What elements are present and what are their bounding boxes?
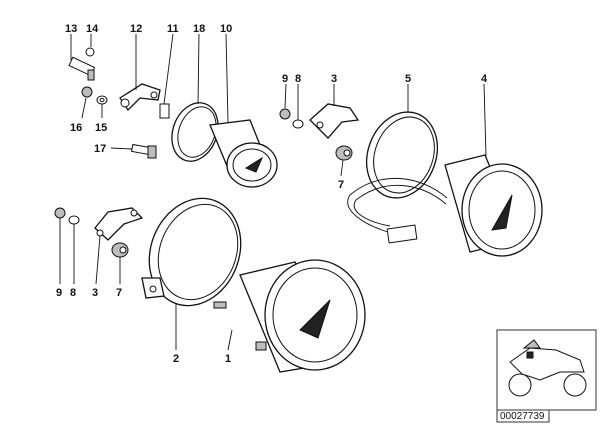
callout-3-right: 3	[331, 73, 337, 85]
leader-lines	[59, 33, 487, 351]
callout-14: 14	[86, 23, 99, 35]
bracket-3-right	[309, 103, 360, 139]
nut-16	[81, 86, 93, 98]
main-gauge-assembly	[54, 197, 366, 373]
callout-7-left: 7	[116, 287, 122, 299]
callout-9-left: 9	[56, 287, 62, 299]
gauge-cable	[347, 177, 448, 233]
figure-code-box	[496, 409, 550, 423]
bracket-12	[119, 83, 161, 112]
callout-8-left: 8	[70, 287, 76, 299]
callout-13: 13	[65, 23, 77, 35]
callout-11: 11	[167, 23, 179, 35]
bracket-3-left	[94, 207, 144, 241]
cable-connector	[386, 224, 418, 244]
bolt-13	[68, 56, 96, 81]
bulb-17	[131, 143, 157, 159]
callout-9-right: 9	[282, 73, 288, 85]
callout-3-left: 3	[92, 287, 98, 299]
callout-1: 1	[225, 353, 231, 365]
callout-17-top: 17	[94, 143, 106, 155]
callout-18: 18	[193, 23, 205, 35]
motorcycle-thumbnail	[496, 329, 597, 411]
washer-8-right	[292, 119, 304, 129]
callout-5: 5	[405, 73, 411, 85]
washer-8-left	[68, 215, 80, 225]
callout-8-right: 8	[295, 73, 301, 85]
bolt-9-right	[279, 108, 291, 120]
washer-14	[85, 47, 95, 57]
callout-labels: 13 14 12 11 18 10 16 15 17 9 8 3 5 4 7 9…	[56, 23, 488, 365]
bulb-socket-11	[159, 103, 170, 119]
callout-15: 15	[95, 122, 107, 134]
callout-2: 2	[173, 353, 179, 365]
figure-code: 00027739	[500, 411, 545, 422]
callout-4: 4	[481, 73, 488, 85]
callout-16: 16	[70, 122, 82, 134]
small-gauge-assembly	[68, 47, 278, 188]
callout-10: 10	[220, 23, 232, 35]
callout-7-right: 7	[338, 179, 344, 191]
callout-12: 12	[130, 23, 142, 35]
bolt-9-left	[54, 207, 66, 219]
right-gauge-assembly	[279, 103, 543, 257]
